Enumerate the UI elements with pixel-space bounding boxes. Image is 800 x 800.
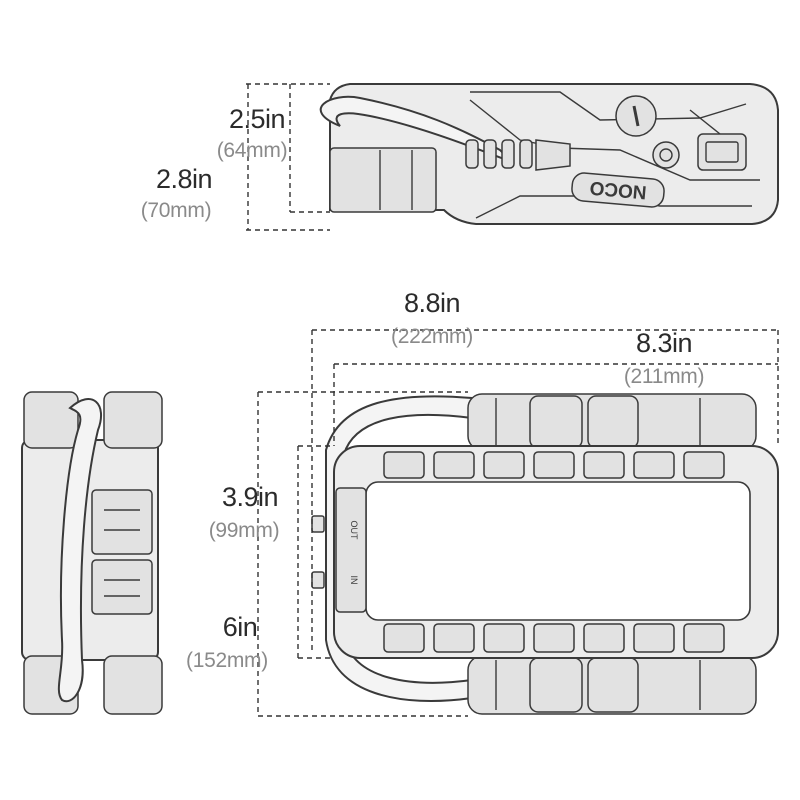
port-label-in: IN bbox=[349, 576, 359, 585]
output-port-icon bbox=[697, 133, 747, 171]
height-dimension-lines bbox=[246, 83, 330, 231]
height-total-metric: (70mm) bbox=[140, 199, 212, 222]
height-total-imperial: 2.8in bbox=[155, 164, 213, 194]
width-body-imperial: 3.9in bbox=[221, 482, 279, 512]
length-total-metric: (222mm) bbox=[391, 325, 473, 348]
port-panel bbox=[335, 487, 367, 613]
width-dimension-lines bbox=[257, 391, 468, 717]
port-label-out: OUT bbox=[349, 521, 359, 541]
width-total-metric: (152mm) bbox=[186, 649, 268, 672]
light-button-icon bbox=[652, 141, 680, 169]
device-logo: NOCO bbox=[589, 177, 648, 203]
length-body-imperial: 8.3in bbox=[635, 328, 693, 358]
end-view-device bbox=[21, 391, 163, 715]
top-view-device: OUT IN bbox=[311, 393, 779, 715]
height-front-metric: (64mm) bbox=[216, 139, 288, 162]
height-front-imperial: 2.5in bbox=[228, 104, 286, 134]
width-total-imperial: 6in bbox=[222, 612, 258, 642]
width-body-metric: (99mm) bbox=[208, 519, 280, 542]
length-total-imperial: 8.8in bbox=[403, 288, 461, 318]
cable-grip bbox=[465, 139, 571, 171]
length-dimension-lines bbox=[311, 329, 779, 652]
length-body-metric: (211mm) bbox=[623, 365, 705, 388]
side-view-device: NOCO bbox=[319, 83, 779, 225]
